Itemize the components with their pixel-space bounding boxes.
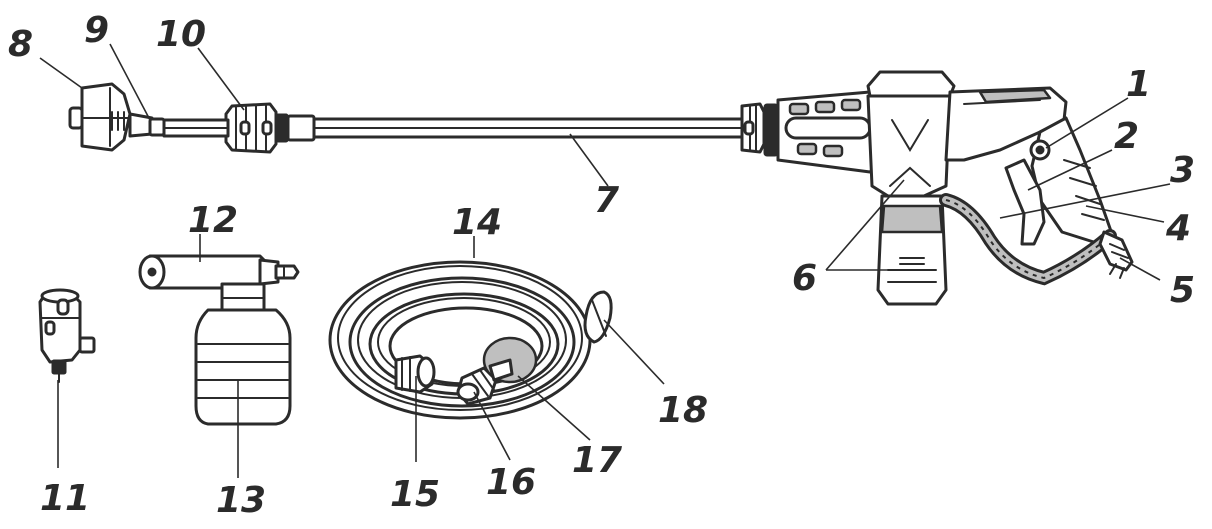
callout-18: 18 bbox=[658, 390, 708, 431]
lance-coupling bbox=[224, 102, 316, 154]
callout-11: 11 bbox=[40, 478, 90, 519]
coiled-hose bbox=[328, 260, 613, 420]
foam-bottle bbox=[138, 254, 300, 426]
callout-14: 14 bbox=[452, 202, 502, 243]
spray-nozzle-head bbox=[68, 82, 132, 152]
spray-gun-body bbox=[776, 70, 1134, 306]
callout-15: 15 bbox=[390, 474, 440, 515]
callout-10: 10 bbox=[156, 14, 206, 55]
callout-3: 3 bbox=[1170, 150, 1195, 191]
callout-16: 16 bbox=[486, 462, 536, 503]
callout-17: 17 bbox=[572, 440, 622, 481]
leader-lines bbox=[39, 43, 1171, 478]
callout-4: 4 bbox=[1165, 208, 1191, 249]
callout-7: 7 bbox=[594, 180, 619, 221]
nozzle-connector bbox=[128, 112, 166, 138]
callout-8: 8 bbox=[8, 24, 33, 65]
front-tube bbox=[162, 118, 230, 138]
callout-1: 1 bbox=[1126, 64, 1151, 105]
tap-adapter bbox=[38, 288, 96, 383]
callout-13: 13 bbox=[216, 480, 266, 521]
callout-12: 12 bbox=[188, 200, 238, 241]
extension-lance bbox=[312, 102, 779, 157]
callout-5: 5 bbox=[1170, 270, 1195, 311]
callout-6: 6 bbox=[792, 258, 817, 299]
callout-9: 9 bbox=[84, 10, 109, 51]
callout-2: 2 bbox=[1114, 116, 1139, 157]
